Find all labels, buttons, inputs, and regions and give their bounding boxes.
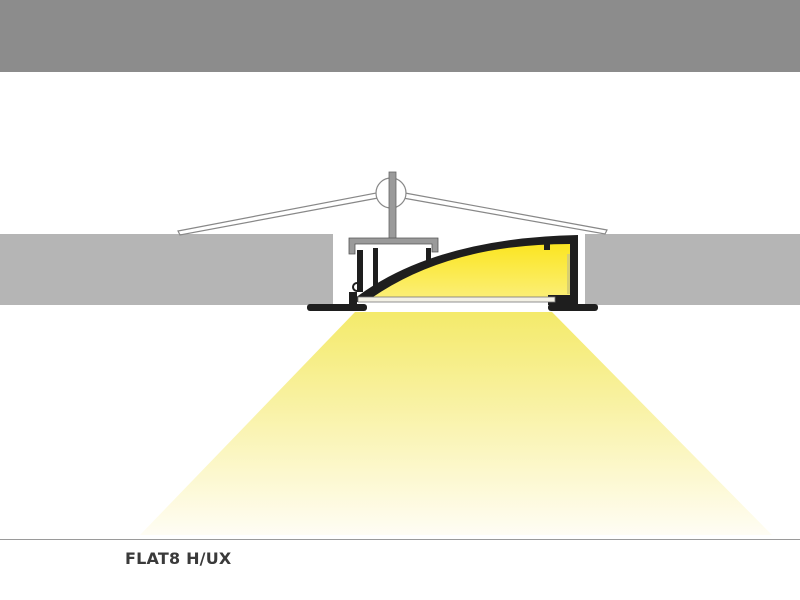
mounting-bracket bbox=[348, 237, 439, 255]
product-name: FLAT8 H/UX bbox=[125, 549, 232, 568]
top-ceiling-band bbox=[0, 0, 800, 72]
ceiling-panel-left bbox=[0, 234, 333, 305]
aluminium-profile bbox=[307, 235, 598, 311]
diffuser bbox=[357, 296, 556, 303]
suspension-rod bbox=[388, 171, 397, 241]
ceiling-panel-right bbox=[585, 234, 800, 305]
light-beam bbox=[140, 312, 772, 535]
